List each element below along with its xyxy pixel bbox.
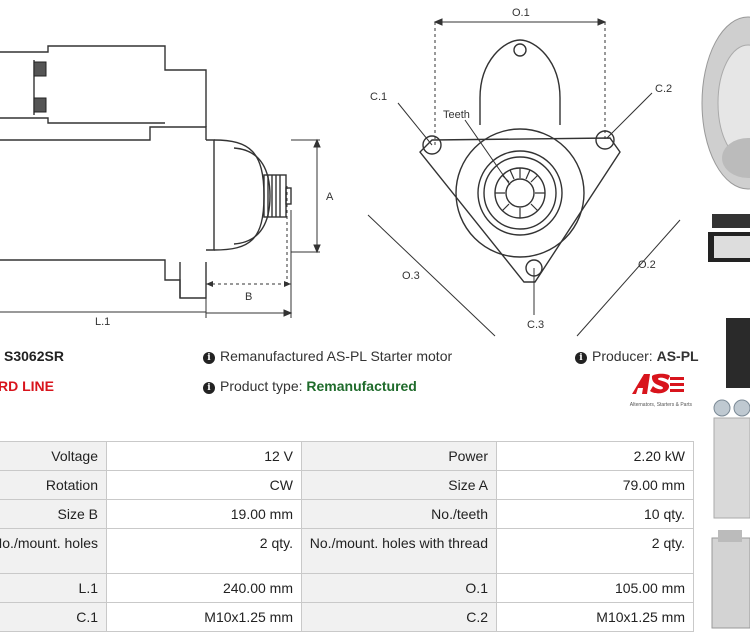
product-photo-top[interactable] [708, 318, 750, 523]
info-icon: i [203, 352, 215, 364]
line-name: RD LINE [0, 378, 54, 394]
dim-label-o3: O.3 [402, 270, 420, 282]
spec-value: CW [106, 470, 302, 500]
spec-value: 105.00 mm [496, 573, 694, 603]
producer-logo[interactable]: Alternators, Starters & Parts [612, 372, 692, 408]
dim-label-a: A [326, 191, 334, 203]
producer-value: AS-PL [656, 348, 699, 364]
dim-label-o2: O.2 [638, 259, 656, 271]
spec-label: Size A [301, 470, 497, 500]
logo-tagline: Alternators, Starters & Parts [629, 402, 692, 408]
spec-value: 12 V [106, 441, 302, 471]
front-view-drawing: O.1 C.1 C.2 Teeth O.3 O.2 C.3 [367, 7, 681, 337]
product-photo-front[interactable] [700, 8, 750, 213]
spec-label: C.1 [0, 602, 107, 632]
spec-label: No./teeth [301, 499, 497, 529]
spec-value: 19.00 mm [106, 499, 302, 529]
product-type-row: i Product type: Remanufactured [203, 378, 417, 394]
spec-value: M10x1.25 mm [496, 602, 694, 632]
table-row: No./mount. holes 2 qty. No./mount. holes… [0, 528, 694, 574]
spec-label: C.2 [301, 602, 497, 632]
spec-label: No./mount. holes [0, 528, 107, 574]
dim-label-o1: O.1 [512, 7, 530, 19]
producer-row: i Producer: AS-PL [575, 348, 699, 364]
spec-value: 2.20 kW [496, 441, 694, 471]
spec-value: 79.00 mm [496, 470, 694, 500]
dim-label-c2: C.2 [655, 83, 672, 95]
spec-label: Size B [0, 499, 107, 529]
table-row: Size B 19.00 mm No./teeth 10 qty. [0, 499, 694, 529]
table-row: C.1 M10x1.25 mm C.2 M10x1.25 mm [0, 602, 694, 632]
spec-value: 2 qty. [496, 528, 694, 574]
description-row: i Remanufactured AS-PL Starter motor [203, 348, 452, 364]
spec-value: 10 qty. [496, 499, 694, 529]
side-view-drawing: A B L.1 [0, 45, 334, 328]
dim-label-c1: C.1 [370, 91, 387, 103]
spec-label: Voltage [0, 441, 107, 471]
spec-value: M10x1.25 mm [106, 602, 302, 632]
spec-value: 2 qty. [106, 528, 302, 574]
info-icon: i [575, 352, 587, 364]
spec-label: L.1 [0, 573, 107, 603]
product-photo-bottom[interactable] [708, 530, 750, 636]
specs-table: Voltage 12 V Power 2.20 kW Rotation CW S… [0, 441, 694, 632]
product-type-label: Product type: [220, 378, 303, 394]
dim-label-l1: L.1 [95, 316, 110, 328]
product-photo-side[interactable] [708, 210, 750, 270]
part-number: S3062SR [4, 348, 64, 364]
table-row: L.1 240.00 mm O.1 105.00 mm [0, 573, 694, 603]
spec-label: O.1 [301, 573, 497, 603]
dim-label-c3: C.3 [527, 319, 544, 331]
as-pl-logo-mark [632, 373, 684, 394]
table-row: Voltage 12 V Power 2.20 kW [0, 441, 694, 471]
spec-label: Power [301, 441, 497, 471]
dim-label-teeth: Teeth [443, 109, 470, 121]
table-row: Rotation CW Size A 79.00 mm [0, 470, 694, 500]
dim-label-b: B [245, 291, 252, 303]
spec-label: No./mount. holes with thread [301, 528, 497, 574]
info-icon: i [203, 382, 215, 394]
producer-label: Producer: [592, 348, 653, 364]
spec-label: Rotation [0, 470, 107, 500]
spec-value: 240.00 mm [106, 573, 302, 603]
product-type-value: Remanufactured [306, 378, 417, 394]
description-text: Remanufactured AS-PL Starter motor [220, 348, 453, 364]
